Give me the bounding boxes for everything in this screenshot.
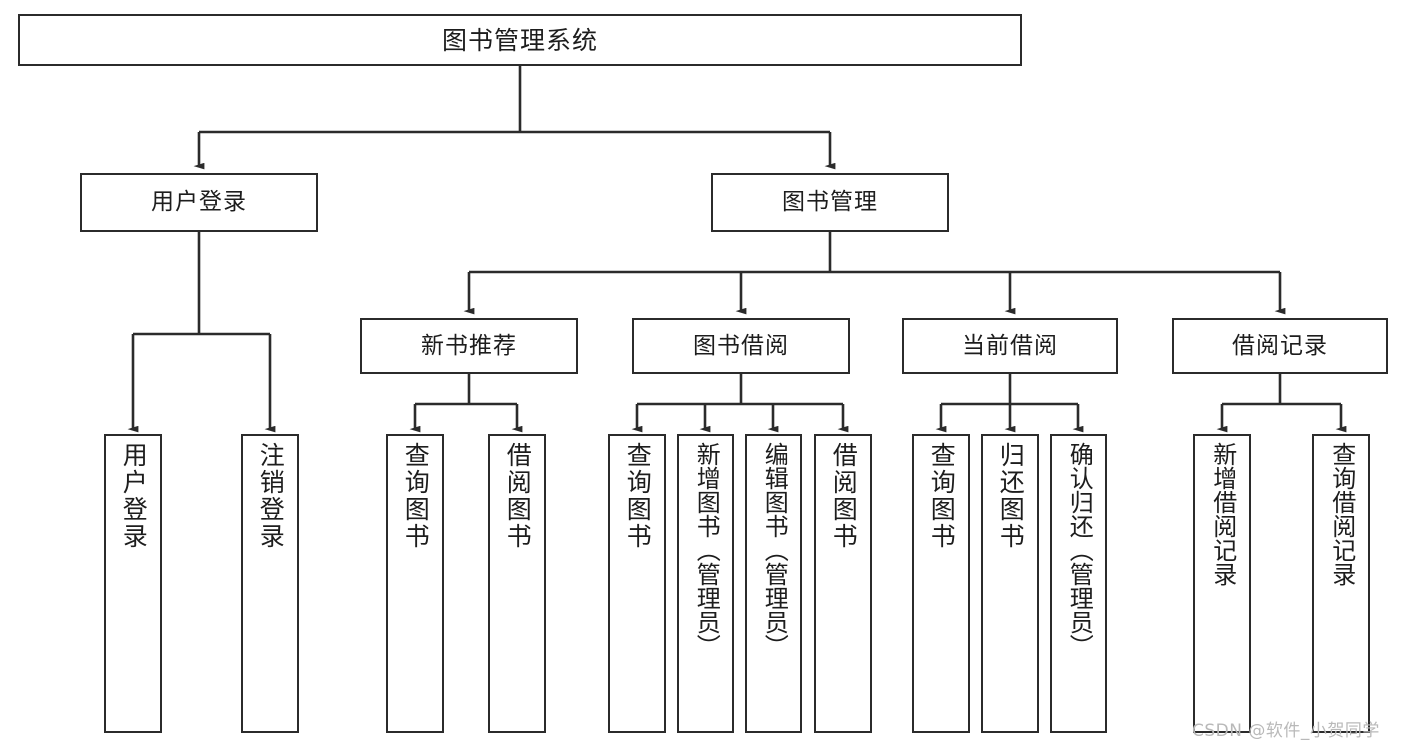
node-label: 当前借阅 — [962, 332, 1058, 359]
node-label: 查询借阅记录 — [1327, 442, 1356, 586]
node-book-borrow[interactable]: 图书借阅 — [632, 318, 850, 374]
csdn-watermark: CSDN @软件_小贺同学 — [1192, 721, 1380, 741]
node-user-login[interactable]: 用户登录 — [80, 173, 318, 232]
node-borrow-record[interactable]: 借阅记录 — [1172, 318, 1388, 374]
node-leaf-query-book-borrow[interactable]: 查询图书 — [608, 434, 666, 733]
node-label: 用户登录 — [119, 442, 149, 550]
node-label: 新书推荐 — [421, 332, 517, 359]
node-label: 新增图书（管理员） — [692, 442, 721, 658]
node-leaf-borrow-book-rec[interactable]: 借阅图书 — [488, 434, 546, 733]
node-label: 查询图书 — [401, 442, 431, 550]
node-leaf-edit-book-admin[interactable]: 编辑图书（管理员） — [745, 434, 802, 733]
node-label: 注销登录 — [256, 442, 286, 550]
node-label: 图书借阅 — [693, 332, 789, 359]
node-leaf-query-borrow-record[interactable]: 查询借阅记录 — [1312, 434, 1370, 733]
node-leaf-confirm-return-admin[interactable]: 确认归还（管理员） — [1050, 434, 1107, 733]
node-leaf-logout[interactable]: 注销登录 — [241, 434, 299, 733]
node-leaf-query-book-rec[interactable]: 查询图书 — [386, 434, 444, 733]
node-label: 查询图书 — [623, 442, 653, 550]
node-root-book-management-system[interactable]: 图书管理系统 — [18, 14, 1022, 66]
node-label: 确认归还（管理员） — [1065, 442, 1094, 658]
node-label: 借阅图书 — [829, 442, 859, 550]
node-new-book-recommendation[interactable]: 新书推荐 — [360, 318, 578, 374]
node-book-management[interactable]: 图书管理 — [711, 173, 949, 232]
node-label: 归还图书 — [996, 442, 1026, 550]
node-leaf-user-login[interactable]: 用户登录 — [104, 434, 162, 733]
node-leaf-add-book-admin[interactable]: 新增图书（管理员） — [677, 434, 734, 733]
node-label: 图书管理 — [782, 189, 878, 215]
node-leaf-add-borrow-record[interactable]: 新增借阅记录 — [1193, 434, 1251, 733]
node-current-borrow[interactable]: 当前借阅 — [902, 318, 1118, 374]
node-label: 图书管理系统 — [441, 25, 598, 55]
node-label: 借阅图书 — [503, 442, 533, 550]
node-leaf-borrow-book[interactable]: 借阅图书 — [814, 434, 872, 733]
node-label: 用户登录 — [151, 189, 247, 215]
node-label: 编辑图书（管理员） — [760, 442, 789, 658]
node-label: 查询图书 — [927, 442, 957, 550]
node-leaf-query-book-current[interactable]: 查询图书 — [912, 434, 970, 733]
node-label: 新增借阅记录 — [1208, 442, 1237, 586]
node-label: 借阅记录 — [1232, 332, 1328, 359]
node-leaf-return-book[interactable]: 归还图书 — [981, 434, 1039, 733]
